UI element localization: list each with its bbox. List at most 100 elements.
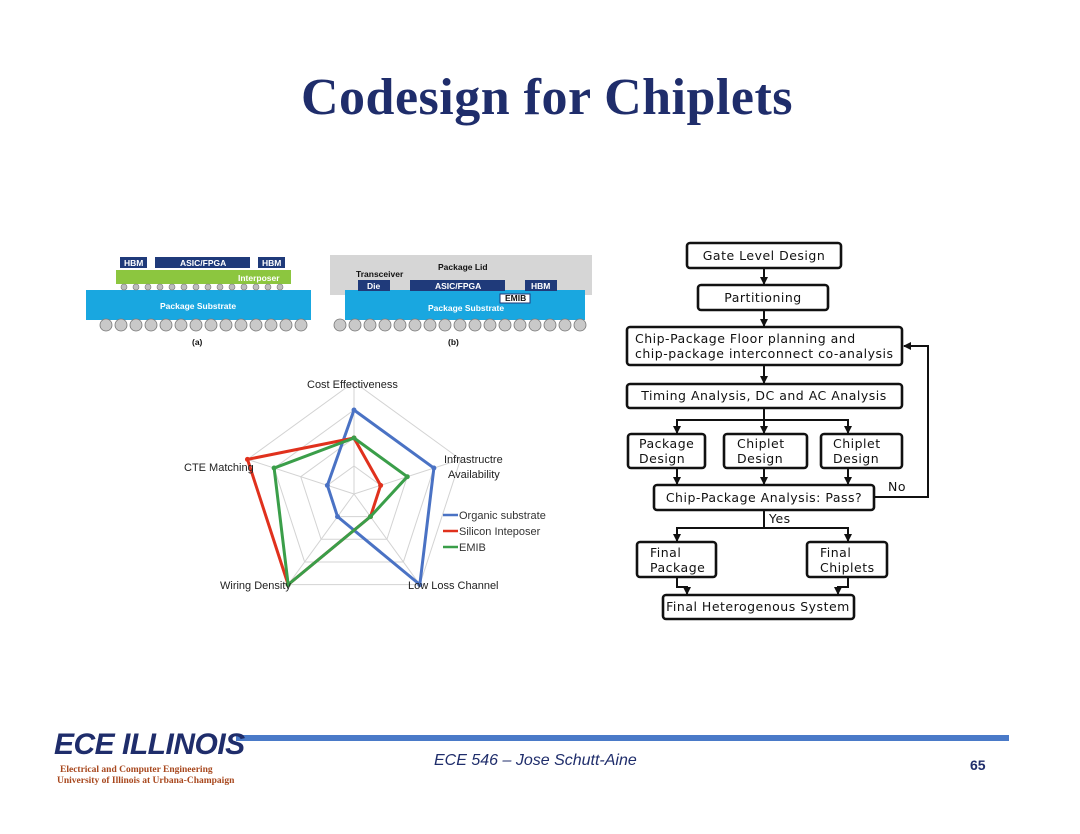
node-floor-planning bbox=[625, 325, 904, 367]
radar-point-organic bbox=[431, 465, 437, 471]
node-final-package-text-2: Package bbox=[650, 560, 705, 575]
node-timing-analysis-text: Timing Analysis, DC and AC Analysis bbox=[640, 388, 887, 403]
radar-point-silicon bbox=[244, 456, 250, 462]
node-package-design-text-2: Design bbox=[639, 451, 685, 466]
radar-point-emib bbox=[404, 474, 410, 480]
node-gate-level-design-text: Gate Level Design bbox=[703, 248, 826, 263]
microbumps-a bbox=[120, 283, 284, 291]
interposer-a-label: Interposer bbox=[238, 273, 280, 283]
radar-legend: Organic substrate Silicon Inteposer EMIB bbox=[443, 510, 546, 554]
radar-point-organic bbox=[335, 514, 341, 520]
axis-label-infra-2: Availability bbox=[448, 469, 500, 481]
interposer-a bbox=[116, 270, 291, 284]
legend-organic: Organic substrate bbox=[459, 510, 546, 522]
node-chip-package-analysis-text: Chip-Package Analysis: Pass? bbox=[666, 490, 862, 505]
legend-silicon: Silicon Inteposer bbox=[459, 526, 541, 538]
solder-balls-b bbox=[333, 318, 587, 332]
radar-grid-ring bbox=[246, 381, 462, 586]
arrow-final-package-to-system bbox=[676, 578, 691, 595]
transceiver-b-label: Transceiver bbox=[356, 269, 404, 279]
page-number: 65 bbox=[970, 757, 986, 773]
logo-subtitle-2: University of Illinois at Urbana-Champai… bbox=[57, 776, 235, 786]
arrow-yes-split bbox=[676, 527, 852, 542]
ece-illinois-logo: ECE ILLINOIS bbox=[54, 728, 245, 761]
node-partitioning bbox=[696, 283, 830, 312]
substrate-b-label: Package Substrate bbox=[428, 303, 504, 313]
emib-b-label: EMIB bbox=[505, 293, 526, 303]
radar-series-organic bbox=[325, 408, 436, 587]
node-final-chiplets-text-2: Chiplets bbox=[820, 560, 875, 575]
asic-a-label: ASIC/FPGA bbox=[180, 258, 226, 268]
node-final-package-text-1: Final bbox=[650, 545, 681, 560]
node-gate-level-design bbox=[685, 241, 843, 270]
radar-grid-ring bbox=[326, 465, 382, 518]
asic-a bbox=[155, 257, 250, 268]
node-package-design-text-1: Package bbox=[639, 436, 694, 451]
hbm-b bbox=[525, 280, 557, 291]
radar-point-emib bbox=[367, 514, 373, 520]
node-timing-analysis bbox=[625, 382, 904, 410]
node-chiplet-design-1 bbox=[722, 432, 809, 470]
node-chiplet-design-2-text-2: Design bbox=[833, 451, 879, 466]
label-no: No bbox=[888, 479, 906, 494]
label-yes: Yes bbox=[768, 511, 791, 526]
radar-series-emib bbox=[272, 436, 409, 587]
node-chiplet-design-1-text-2: Design bbox=[737, 451, 783, 466]
axis-label-cte: CTE Matching bbox=[184, 462, 254, 474]
axis-label-wiring: Wiring Density bbox=[220, 580, 291, 592]
hbm-b-label: HBM bbox=[531, 281, 550, 291]
die-b-label: Die bbox=[367, 281, 381, 291]
node-chiplet-design-1-text-1: Chiplet bbox=[737, 436, 785, 451]
substrate-a-label: Package Substrate bbox=[160, 301, 236, 311]
caption-b: (b) bbox=[448, 337, 459, 347]
radar-spoke bbox=[287, 493, 355, 585]
node-final-package bbox=[635, 540, 718, 579]
node-chip-package-analysis bbox=[652, 483, 876, 512]
radar-point-emib bbox=[271, 465, 277, 471]
substrate-a bbox=[86, 290, 311, 320]
lid-b-label: Package Lid bbox=[438, 262, 488, 272]
arrow-final-chiplets-to-system bbox=[834, 578, 849, 595]
radar-series bbox=[244, 407, 437, 588]
radar-spoke bbox=[247, 458, 355, 495]
hbm-right-a bbox=[258, 257, 285, 268]
node-final-heterogenous-system-text: Final Heterogenous System bbox=[666, 599, 850, 614]
hbm-left-a-label: HBM bbox=[124, 258, 143, 268]
radar-chart: Cost Effectiveness Infrastructre Availab… bbox=[184, 379, 546, 592]
course-footer: ECE 546 – Jose Schutt-Aine bbox=[434, 752, 637, 769]
die-b bbox=[358, 280, 390, 291]
node-chiplet-design-2 bbox=[819, 432, 904, 470]
asic-b bbox=[410, 280, 505, 291]
axis-label-infra-1: Infrastructre bbox=[444, 454, 503, 466]
hbm-right-a-label: HBM bbox=[262, 258, 281, 268]
axis-label-lowloss: Low Loss Channel bbox=[408, 580, 499, 592]
flowchart: Gate Level Design Partitioning Chip-Pack… bbox=[625, 241, 929, 621]
emib-b bbox=[499, 293, 531, 304]
solder-balls-a bbox=[99, 318, 308, 332]
package-diagram-b: Package Lid Package Substrate Transceive… bbox=[330, 255, 592, 347]
hbm-left-a bbox=[120, 257, 147, 268]
radar-point-organic bbox=[324, 482, 330, 488]
node-floor-planning-text-1: Chip-Package Floor planning and bbox=[635, 331, 856, 346]
substrate-b bbox=[345, 290, 585, 320]
node-chiplet-design-2-text-1: Chiplet bbox=[833, 436, 881, 451]
radar-point-organic bbox=[417, 582, 423, 588]
flowchart-arrows bbox=[673, 269, 929, 595]
radar-point-organic bbox=[351, 407, 357, 413]
radar-point-emib bbox=[285, 582, 291, 588]
node-partitioning-text: Partitioning bbox=[724, 290, 801, 305]
node-package-design bbox=[626, 432, 707, 470]
radar-point-emib bbox=[351, 435, 357, 441]
node-final-chiplets-text-1: Final bbox=[820, 545, 851, 560]
footer-bar bbox=[236, 735, 1009, 741]
node-final-chiplets bbox=[805, 540, 889, 579]
node-floor-planning-text-2: chip-package interconnect co-analysis bbox=[635, 346, 893, 361]
node-final-heterogenous-system bbox=[661, 593, 856, 621]
caption-a: (a) bbox=[192, 337, 203, 347]
radar-spoke bbox=[353, 493, 421, 585]
arrow-no-feedback bbox=[875, 342, 929, 498]
package-diagram-a: Package Substrate Interposer HBM ASIC/FP… bbox=[86, 257, 311, 347]
legend-emib: EMIB bbox=[459, 542, 486, 554]
arrow-timing-split bbox=[676, 419, 852, 434]
